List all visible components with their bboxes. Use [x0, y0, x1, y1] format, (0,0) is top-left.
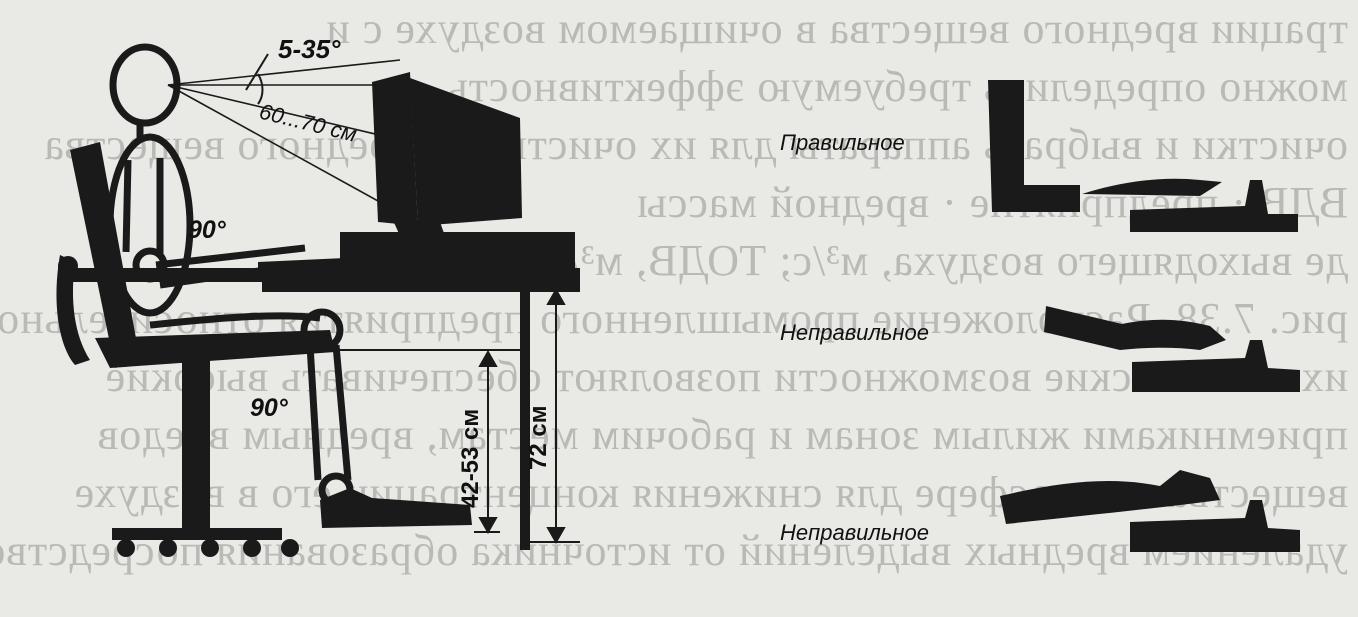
correct-label: Правильное [780, 130, 905, 155]
foot [320, 488, 472, 528]
desk-height-label: 72 см [525, 406, 552, 470]
office-chair [56, 142, 335, 557]
knee-angle-label: 90° [250, 394, 289, 422]
posture-correct: Правильное [780, 80, 1298, 232]
incorrect-label-2: Неправильное [780, 520, 929, 545]
seat-height-label: 42-53 см [457, 409, 484, 508]
posture-incorrect-1: Неправильное [780, 306, 1300, 392]
seated-human [106, 43, 354, 508]
incorrect-label-1: Неправильное [780, 320, 929, 345]
crt-monitor [372, 72, 522, 236]
gaze-angle-label: 5-35° [278, 34, 341, 64]
posture-incorrect-2: Неправильное [780, 470, 1300, 552]
elbow-angle-label: 90° [188, 216, 227, 244]
dimension-lines [330, 287, 580, 545]
eye-distance-label: 60...70 см [257, 99, 360, 147]
computer-desk [258, 232, 580, 550]
sight-lines [167, 53, 401, 213]
